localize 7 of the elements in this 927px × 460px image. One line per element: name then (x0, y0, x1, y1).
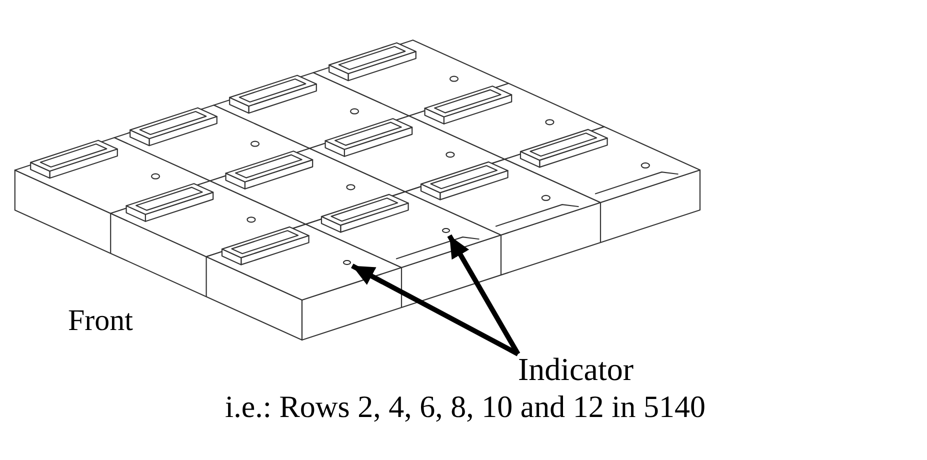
callout-label: Indicator (518, 352, 634, 388)
view-label: Front (68, 304, 134, 337)
indicator-hole (342, 260, 351, 266)
indicator-hole (442, 228, 450, 233)
arrow (351, 264, 520, 356)
note-text: i.e.: Rows 2, 4, 6, 8, 10 and 12 in 5140 (225, 390, 706, 424)
arrow (447, 234, 520, 356)
